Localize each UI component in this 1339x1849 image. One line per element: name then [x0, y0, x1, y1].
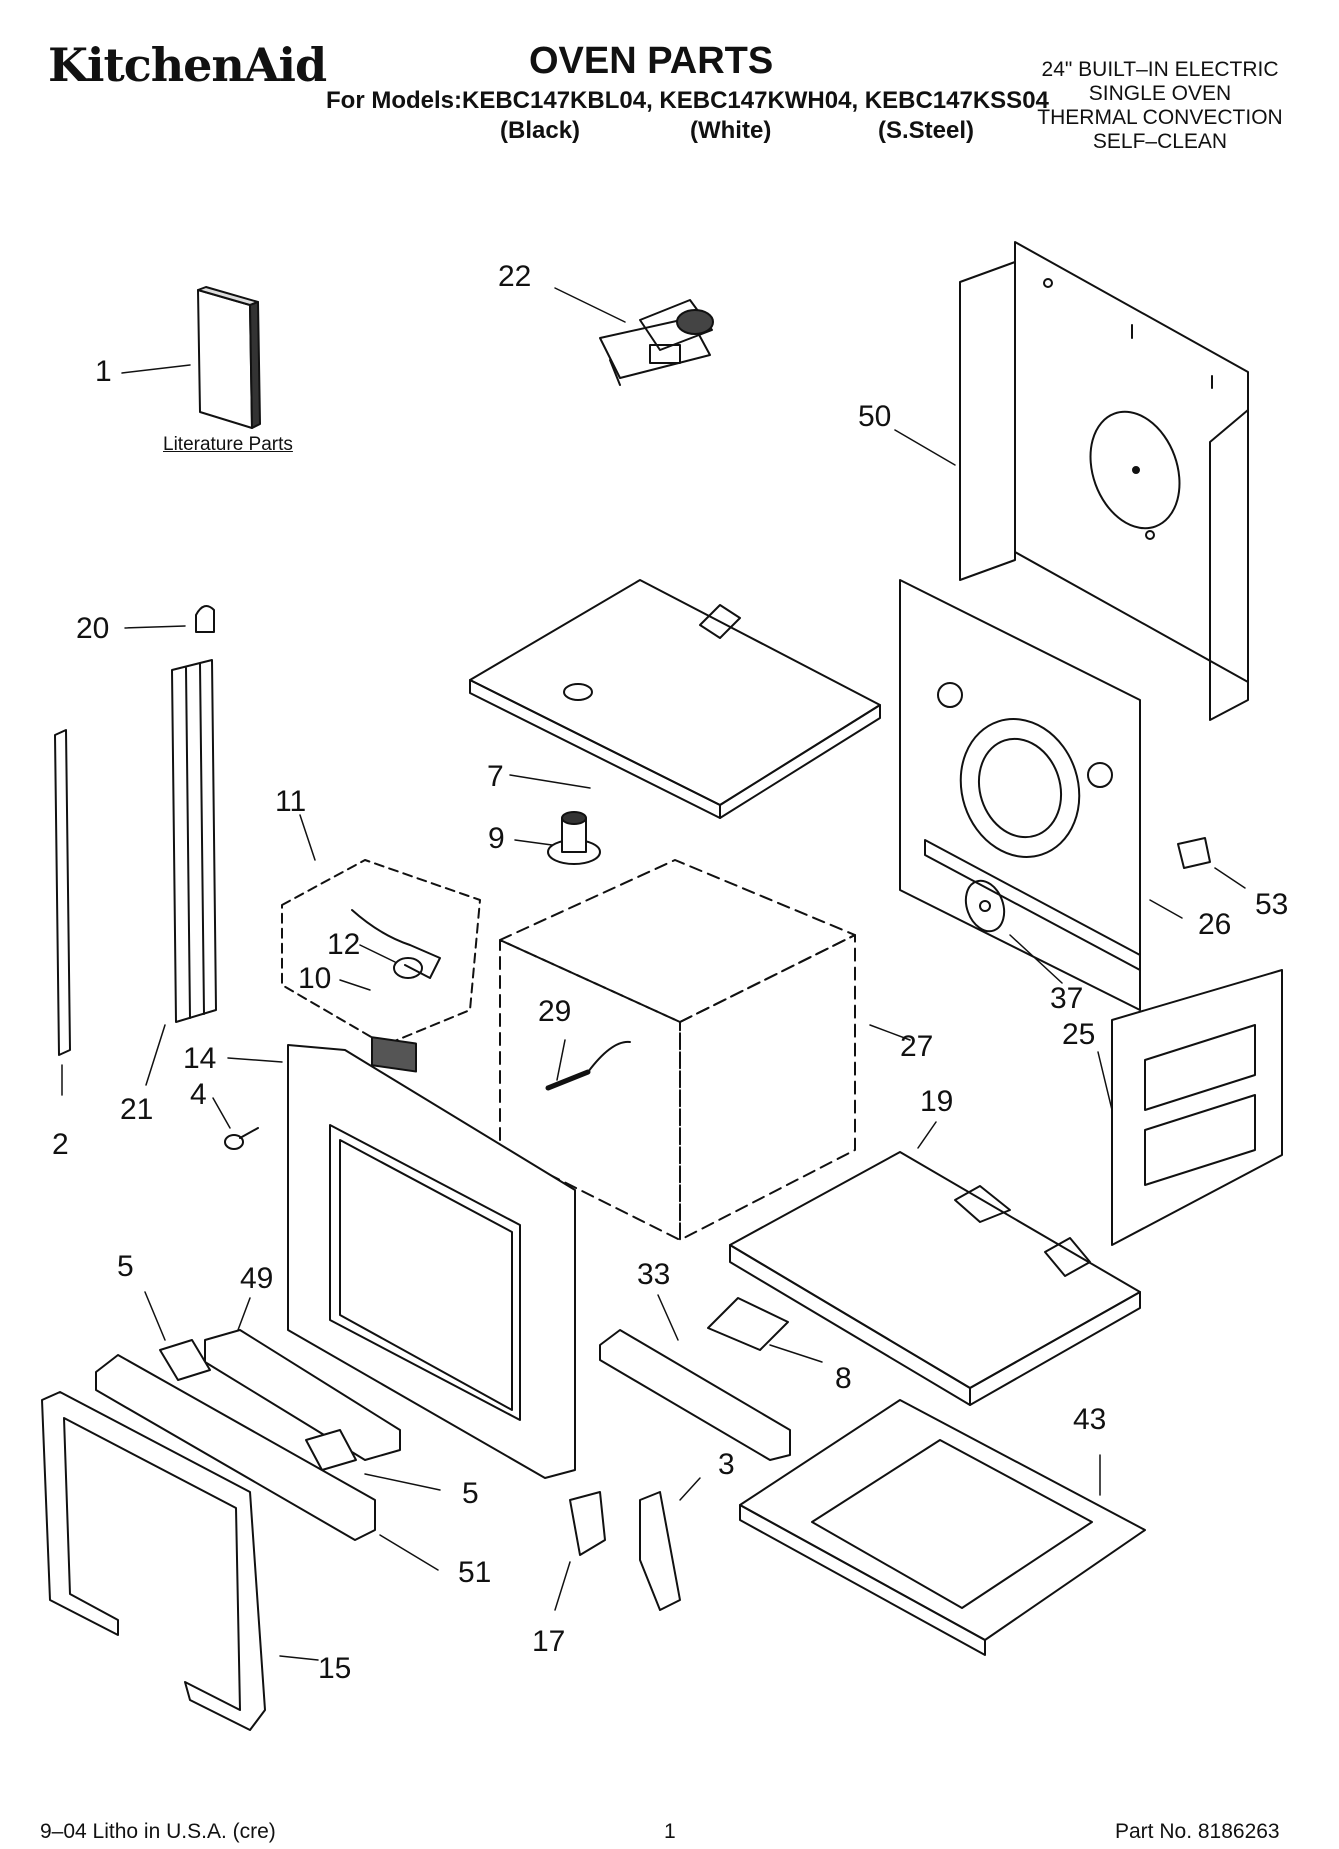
part-26-liner-panel — [899, 579, 1141, 1011]
product-description: 24" BUILT–IN ELECTRIC SINGLE OVEN THERMA… — [1010, 58, 1310, 154]
callout-11: 11 — [275, 785, 307, 818]
part-50-rear-panel — [959, 241, 1249, 721]
callout-53: 53 — [1255, 888, 1289, 921]
variant-white: (White) — [690, 117, 772, 144]
part-3-bracket — [639, 1491, 681, 1611]
footer-litho: 9–04 Litho in U.S.A. (cre) — [40, 1820, 276, 1843]
variant-black: (Black) — [500, 117, 581, 144]
footer-part-number: Part No. 8186263 — [1115, 1820, 1280, 1843]
part-1-literature — [197, 286, 261, 429]
part-15-gasket — [41, 1391, 266, 1731]
callout-9: 9 — [488, 822, 505, 855]
callout-12: 12 — [327, 928, 361, 961]
callout-25: 25 — [1062, 1018, 1096, 1051]
part-17-bracket — [569, 1491, 606, 1556]
product-line: 24" BUILT–IN ELECTRIC — [1041, 58, 1279, 81]
part-37-gasket — [964, 879, 1006, 933]
callout-20: 20 — [76, 612, 110, 645]
callout-3: 3 — [718, 1448, 735, 1481]
callout-15: 15 — [318, 1652, 352, 1685]
product-line: SINGLE OVEN — [1088, 82, 1232, 105]
callout-43: 43 — [1073, 1403, 1107, 1436]
part-12-bulb — [393, 957, 423, 979]
part-21-channel — [171, 659, 217, 1023]
part-20-clip — [195, 605, 215, 633]
callout-7: 7 — [487, 760, 504, 793]
callout-19: 19 — [920, 1085, 954, 1118]
callout-21: 21 — [120, 1093, 154, 1126]
leader-lines — [61, 287, 1246, 1661]
part-8-bracket — [707, 1297, 789, 1351]
callout-22: 22 — [498, 260, 532, 293]
callout-5-bottom: 5 — [462, 1477, 479, 1510]
part-22-module — [599, 299, 714, 386]
part-5-block-top — [159, 1339, 211, 1381]
callout-5-top: 5 — [117, 1250, 134, 1283]
callout-4: 4 — [190, 1078, 207, 1111]
models-line: For Models:KEBC147KBL04, KEBC147KWH04, K… — [326, 87, 1049, 114]
callout-26: 26 — [1198, 908, 1232, 941]
part-9-fan-motor — [547, 811, 601, 865]
part-10-lens — [371, 1036, 417, 1073]
part-14-front-frame — [287, 1044, 576, 1479]
part-2-trim — [54, 729, 71, 1056]
part-7-top-panel — [469, 579, 881, 819]
variant-steel: (S.Steel) — [878, 117, 975, 144]
part-43-tray — [739, 1399, 1146, 1656]
part-5-block-bottom — [305, 1429, 357, 1471]
callout-50: 50 — [858, 400, 892, 433]
literature-parts-label: Literature Parts — [163, 434, 293, 455]
callout-1: 1 — [95, 355, 112, 388]
footer-page-number: 1 — [664, 1820, 676, 1843]
product-line: SELF–CLEAN — [1092, 130, 1228, 153]
callout-29: 29 — [538, 995, 572, 1028]
callout-10: 10 — [298, 962, 332, 995]
callout-8: 8 — [835, 1362, 852, 1395]
part-11-light-group — [281, 859, 481, 1046]
callout-49: 49 — [240, 1262, 274, 1295]
part-25-side-panel — [1111, 969, 1283, 1246]
callout-37: 37 — [1050, 982, 1084, 1015]
page-title: OVEN PARTS — [529, 40, 774, 82]
callout-2: 2 — [52, 1128, 69, 1161]
part-19-bottom-panel — [729, 1151, 1141, 1406]
callout-51: 51 — [458, 1556, 492, 1589]
callout-27: 27 — [900, 1030, 934, 1063]
part-4-screw — [224, 1127, 259, 1150]
part-33-channel — [599, 1329, 791, 1461]
part-27-oven-cavity — [499, 859, 856, 1241]
part-51-trim — [95, 1354, 376, 1541]
part-53-clip — [1177, 837, 1211, 869]
callout-33: 33 — [637, 1258, 671, 1291]
part-29-sensor — [545, 1040, 631, 1091]
product-line: THERMAL CONVECTION — [1037, 106, 1283, 129]
callout-14: 14 — [183, 1042, 217, 1075]
brand-logo: KitchenAid — [48, 38, 327, 92]
part-11-socket-wire — [351, 909, 441, 979]
callout-17: 17 — [532, 1625, 566, 1658]
